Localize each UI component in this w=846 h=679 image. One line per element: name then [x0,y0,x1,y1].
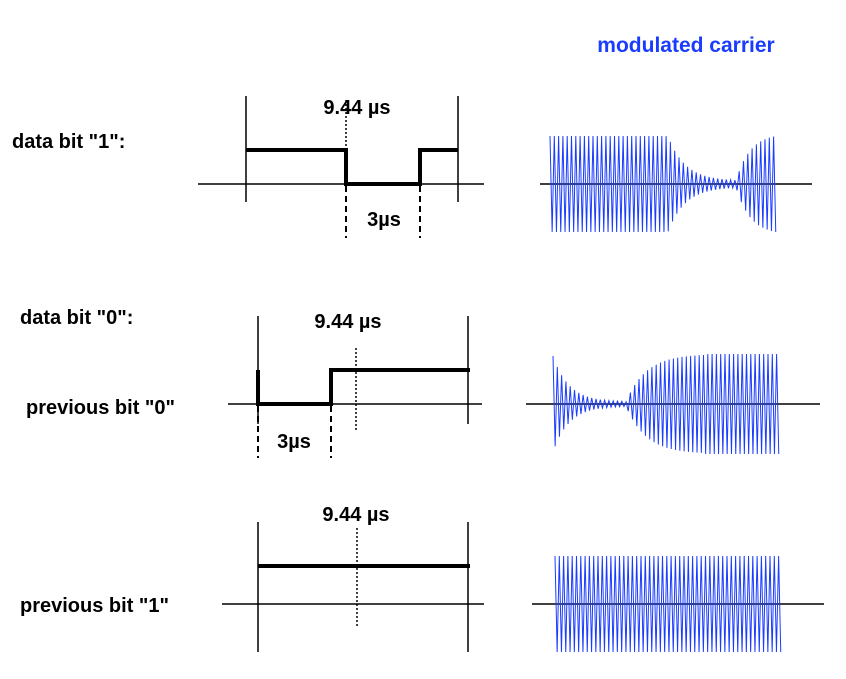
row-1-pulse-width: 3µs [367,209,401,231]
row-3-carrier-waveform [554,555,782,653]
row-1-carrier-waveform [549,135,777,233]
row-2-label: data bit "0": [20,307,133,329]
row-1-label: data bit "1": [12,131,125,153]
row-3-previous-bit-label: previous bit "1" [20,595,169,617]
row-2-carrier-waveform [552,353,780,455]
row-2-previous-bit-label: previous bit "0" [26,397,175,419]
row-1-bit-waveform [246,148,458,186]
row-3-bit-period: 9.44 µs [322,504,389,526]
row-2-bit-waveform [256,368,470,406]
row-2-bit-period: 9.44 µs [314,311,381,333]
carrier-title: modulated carrier [597,34,774,57]
row-1-bit-period: 9.44 µs [323,97,390,119]
row-2-pulse-width: 3µs [277,431,311,453]
row-data-bit-0: data bit "0": previous bit "0" 9.44 µs 3… [20,307,820,458]
row-data-bit-1: data bit "1": 9.44 µs 3µs [12,96,812,238]
row-previous-bit-1: previous bit "1" 9.44 µs [20,504,824,653]
